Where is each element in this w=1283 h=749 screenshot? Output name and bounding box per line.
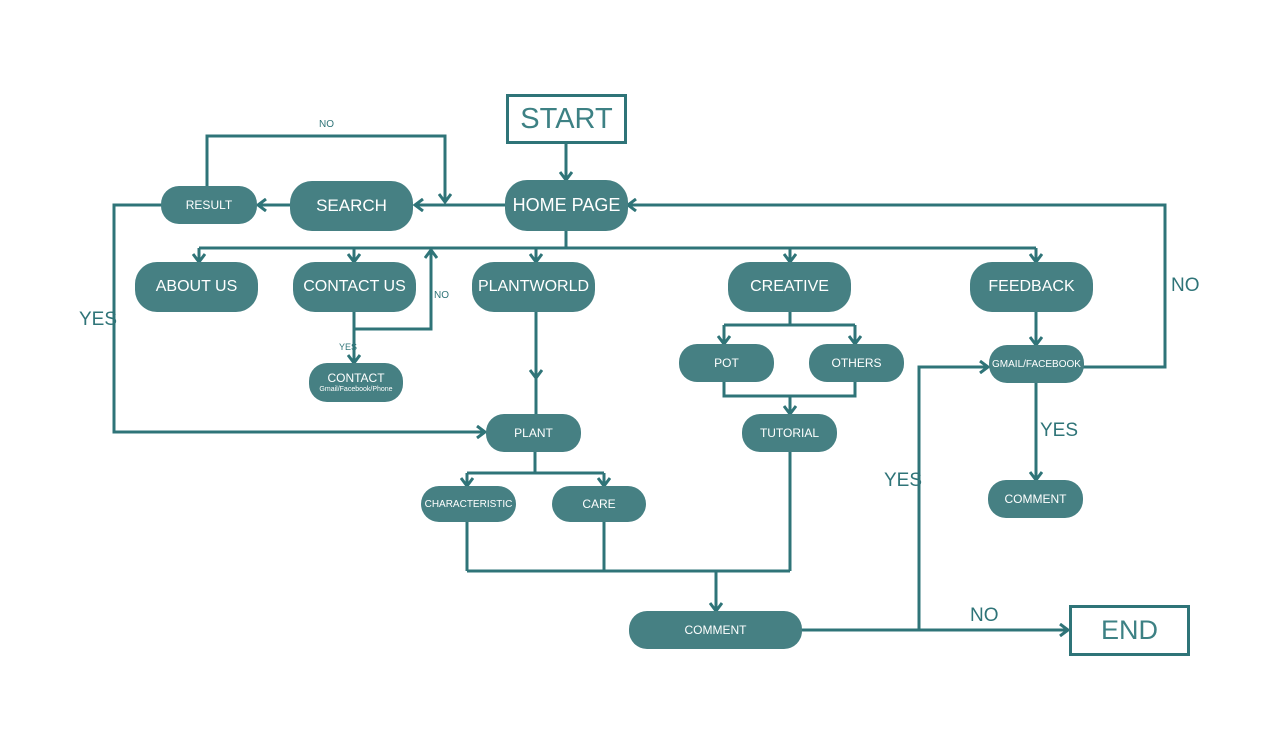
edge-result-yes-plant xyxy=(112,203,485,432)
edge-contactus-no-loop xyxy=(352,250,431,331)
contact-node-subtitle: Gmail/Facebook/Phone xyxy=(319,386,393,393)
edge-result-no-loop xyxy=(205,134,445,202)
gmail-facebook-node[interactable]: GMAIL/FACEBOOK xyxy=(989,345,1084,383)
contact-node-title: CONTACT xyxy=(327,371,385,385)
tutorial-node[interactable]: TUTORIAL xyxy=(742,414,837,452)
label-yes-comment: YES xyxy=(884,470,923,491)
care-node[interactable]: CARE xyxy=(552,486,646,522)
search-node[interactable]: SEARCH xyxy=(290,181,413,231)
start-node: START xyxy=(506,94,627,144)
edge-gmail-no-home xyxy=(628,205,1167,369)
plant-node[interactable]: PLANT xyxy=(486,414,581,452)
creative-node[interactable]: CREATIVE xyxy=(728,262,851,312)
result-node[interactable]: RESULT xyxy=(161,186,257,224)
label-yes-result: YES xyxy=(79,309,118,330)
label-yes-feedback: YES xyxy=(1040,420,1079,441)
plantworld-node[interactable]: PLANTWORLD xyxy=(472,262,595,312)
label-no-feedback: NO xyxy=(1171,275,1200,296)
label-no-result-loop: NO xyxy=(319,119,334,130)
contact-node[interactable]: CONTACT Gmail/Facebook/Phone xyxy=(309,363,403,402)
home-page-node[interactable]: HOME PAGE xyxy=(505,180,628,231)
label-yes-contact: YES xyxy=(339,342,358,352)
edge-pot-others-merge xyxy=(722,382,857,398)
contact-us-node[interactable]: CONTACT US xyxy=(293,262,416,312)
comment-main-node[interactable]: COMMENT xyxy=(629,611,802,649)
edge-comment-yes-gmail xyxy=(917,367,988,630)
label-no-comment: NO xyxy=(970,605,999,626)
feedback-node[interactable]: FEEDBACK xyxy=(970,262,1093,312)
characteristic-node[interactable]: CHARACTERISTIC xyxy=(421,486,516,522)
pot-node[interactable]: POT xyxy=(679,344,774,382)
others-node[interactable]: OTHERS xyxy=(809,344,904,382)
label-no-contact: NO xyxy=(434,290,449,301)
about-us-node[interactable]: ABOUT US xyxy=(135,262,258,312)
comment-feedback-node[interactable]: COMMENT xyxy=(988,480,1083,518)
end-node: END xyxy=(1069,605,1190,656)
